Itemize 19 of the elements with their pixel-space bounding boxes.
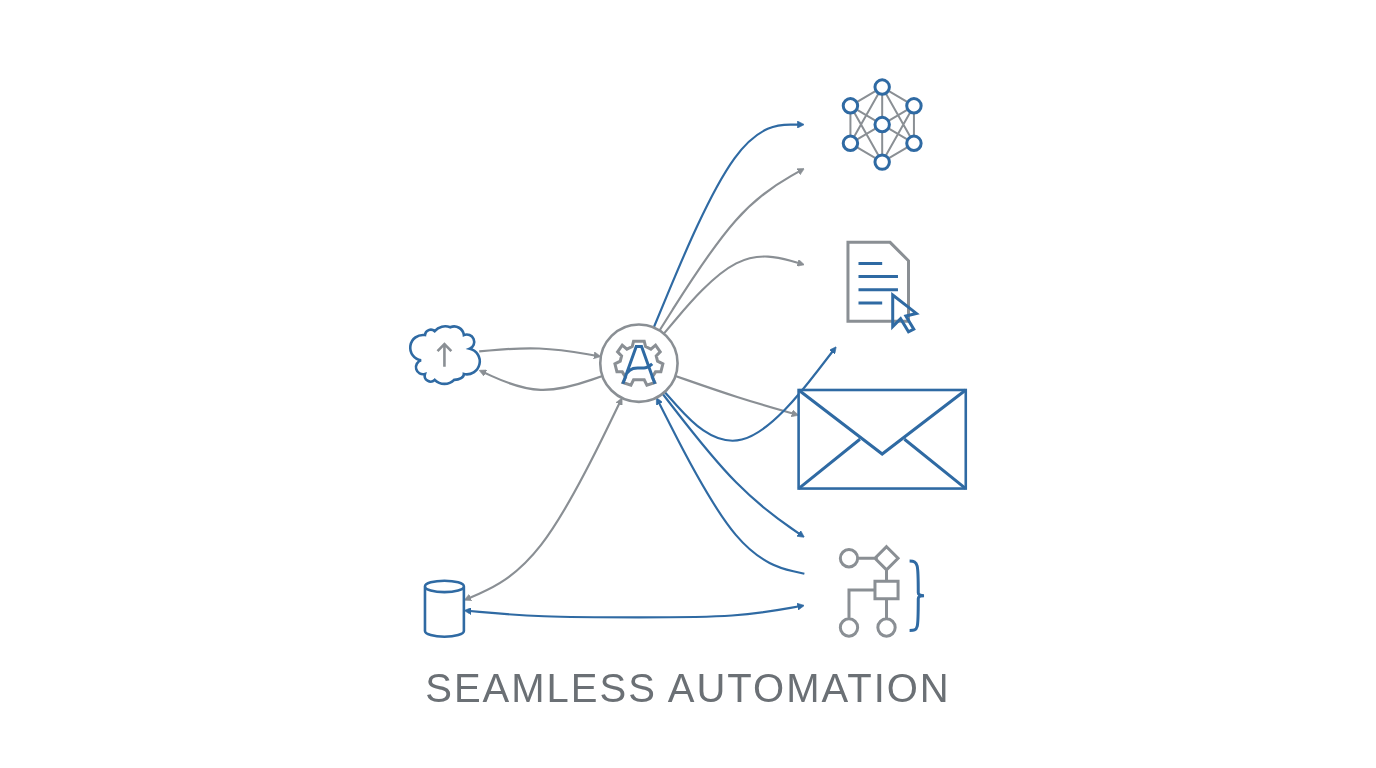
arrow	[463, 602, 805, 618]
arrow	[478, 369, 603, 391]
arrow	[658, 167, 805, 331]
envelope-icon	[797, 388, 968, 490]
arrow	[656, 396, 805, 575]
database-icon	[423, 578, 466, 638]
arrow	[663, 345, 837, 442]
arrow	[663, 254, 805, 334]
network-icon	[841, 77, 923, 171]
arrow	[652, 120, 805, 328]
cloud-upload-icon	[408, 324, 482, 385]
arrow	[463, 397, 623, 601]
flowchart-icon	[838, 544, 926, 638]
diagram-title: SEAMLESS AUTOMATION	[425, 665, 951, 711]
document-icon	[846, 240, 920, 334]
arrow	[661, 392, 805, 538]
hub-circle	[598, 322, 679, 403]
arrow	[675, 374, 799, 417]
arrow	[479, 346, 602, 359]
